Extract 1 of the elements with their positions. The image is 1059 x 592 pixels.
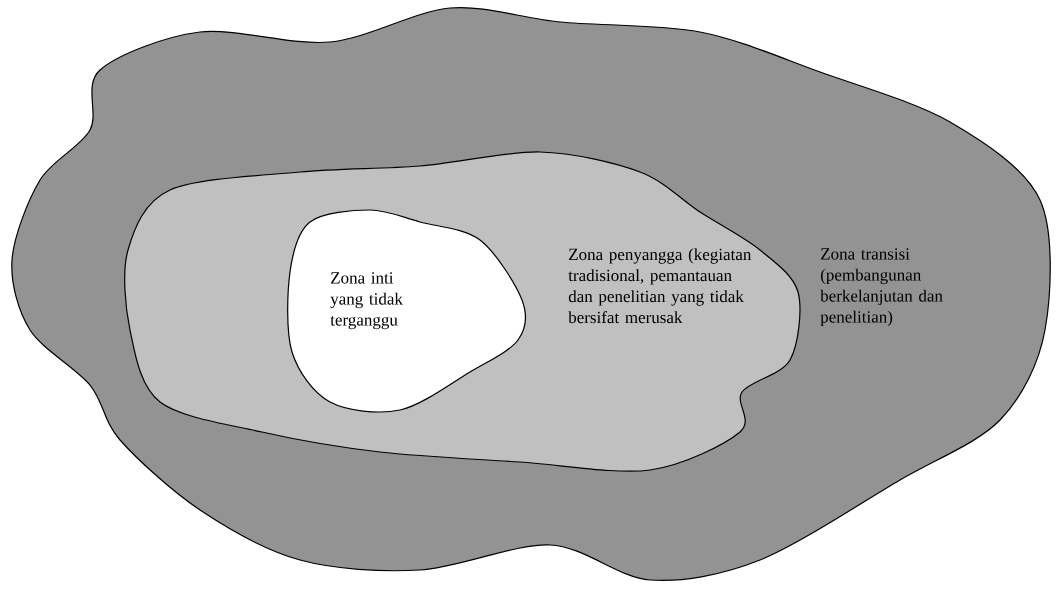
zone-region: Zona inti yang tidak terganggu bbox=[287, 209, 526, 413]
